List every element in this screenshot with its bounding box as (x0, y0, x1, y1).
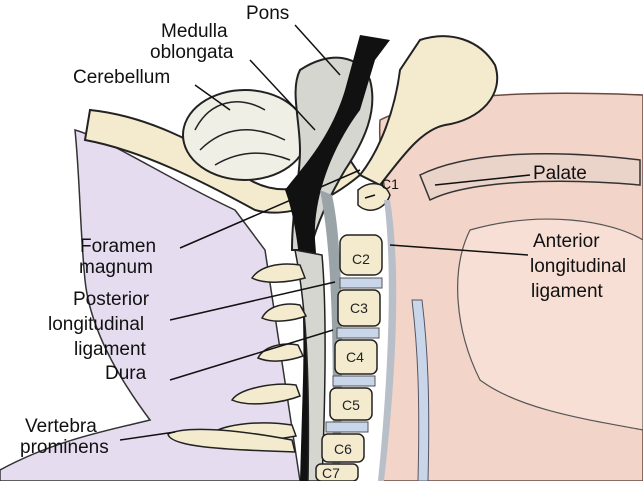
label-medulla-line1: Medulla (161, 21, 228, 43)
vertebra-label-c3: C3 (350, 300, 368, 316)
label-medulla-line2: oblongata (150, 42, 233, 64)
vertebra-label-c6: C6 (334, 441, 352, 457)
label-pons: Pons (246, 3, 289, 25)
vertebra-label-c5: C5 (342, 397, 360, 413)
label-anterior-line2: longitudinal (530, 256, 626, 278)
label-foramen-line1: Foramen (80, 236, 156, 258)
label-cerebellum: Cerebellum (73, 67, 170, 89)
disc-c3c4 (337, 328, 379, 338)
disc-c2c3 (340, 278, 382, 288)
disc-c4c5 (333, 376, 375, 386)
vertebra-label-c2: C2 (352, 251, 370, 267)
vertebra-label-c7: C7 (322, 465, 340, 481)
label-c1: C1 (381, 176, 399, 192)
label-anterior-line3: ligament (531, 281, 603, 303)
label-posterior-line1: Posterior (73, 289, 149, 311)
label-palate: Palate (533, 163, 587, 185)
label-vertebra-line2: prominens (20, 437, 109, 459)
label-anterior-line1: Anterior (533, 231, 600, 253)
disc-c5c6 (326, 422, 368, 432)
label-posterior-line3: ligament (74, 339, 146, 361)
vertebra-label-c4: C4 (346, 349, 364, 365)
label-foramen-line2: magnum (79, 257, 153, 279)
label-dura: Dura (105, 363, 146, 385)
label-posterior-line2: longitudinal (48, 314, 144, 336)
cerebellum-shape (183, 90, 307, 180)
label-vertebra-line1: Vertebra (25, 416, 97, 438)
